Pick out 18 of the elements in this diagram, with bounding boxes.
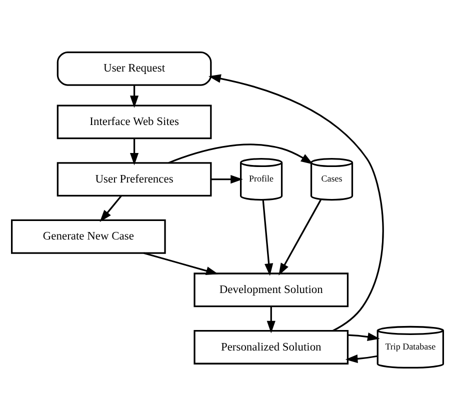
node-box: User Request bbox=[56, 50, 212, 86]
arrow bbox=[208, 74, 384, 331]
arrow bbox=[130, 138, 139, 165]
arrow bbox=[345, 354, 378, 363]
arrow bbox=[130, 84, 139, 108]
arrow bbox=[144, 252, 218, 274]
arrow bbox=[100, 194, 122, 222]
node-box: User Preferences bbox=[56, 162, 212, 196]
arrow bbox=[278, 198, 322, 276]
node-box: Personalized Solution bbox=[194, 330, 349, 364]
arrow bbox=[348, 332, 380, 341]
arrow bbox=[262, 199, 274, 276]
arrow bbox=[210, 174, 243, 184]
arrow bbox=[168, 143, 314, 164]
node-box: Development Solution bbox=[194, 272, 349, 307]
arrow bbox=[266, 306, 276, 333]
node-box: Interface Web Sites bbox=[56, 104, 212, 139]
node-box: Generate New Case bbox=[11, 218, 166, 254]
